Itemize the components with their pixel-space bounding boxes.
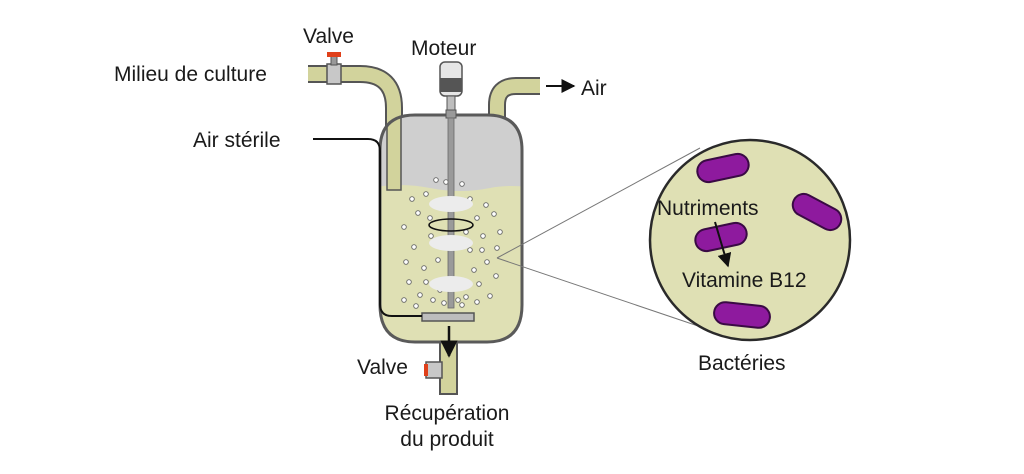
- air-outlet-pipe: [488, 77, 540, 118]
- bubble: [474, 299, 480, 305]
- bubble: [491, 211, 497, 217]
- motor: [439, 61, 463, 111]
- bubble: [430, 297, 436, 303]
- top-valve-label: Valve: [303, 25, 354, 48]
- bubble: [487, 293, 493, 299]
- bubble: [435, 257, 441, 263]
- bubble: [403, 259, 409, 265]
- product-recovery-label-line2: du produit: [400, 428, 494, 451]
- bacterium: [696, 152, 750, 184]
- bubble: [497, 229, 503, 235]
- product-recovery-label-line1: Récupération: [385, 402, 510, 425]
- bacteria-label: Bactéries: [698, 352, 786, 375]
- top-valve: [326, 52, 342, 85]
- bubble: [476, 281, 482, 287]
- bubble: [406, 279, 412, 285]
- bubble: [423, 279, 429, 285]
- bubble: [471, 267, 477, 273]
- bubble: [484, 259, 490, 265]
- air-out-label: Air: [581, 77, 607, 100]
- bubble: [459, 302, 465, 308]
- sparger: [421, 312, 475, 322]
- bubble: [480, 233, 486, 239]
- bacterium: [713, 301, 771, 329]
- bubble: [479, 247, 485, 253]
- zoom-lines: [496, 147, 705, 329]
- bottom-valve-label: Valve: [357, 356, 408, 379]
- outlet-pipe: [424, 337, 458, 395]
- bubble: [483, 202, 489, 208]
- bubble: [411, 244, 417, 250]
- agitator-shaft: [445, 109, 457, 309]
- culture-medium-label: Milieu de culture: [114, 63, 267, 86]
- bubble: [401, 297, 407, 303]
- conversion-arrow: [714, 221, 732, 268]
- magnified-view: [648, 138, 852, 342]
- air-bubbles: [401, 177, 503, 309]
- bubble: [427, 215, 433, 221]
- bacterium: [791, 192, 843, 232]
- sterile-air-label: Air stérile: [193, 129, 281, 152]
- nutrients-label: Nutriments: [657, 197, 759, 220]
- vitamin-label: Vitamine B12: [682, 269, 807, 292]
- bubble: [463, 294, 469, 300]
- bubble: [455, 297, 461, 303]
- bubble: [409, 196, 415, 202]
- bubble: [421, 265, 427, 271]
- bubble: [415, 210, 421, 216]
- bubble: [474, 215, 480, 221]
- sterile-air-line: [313, 138, 422, 317]
- bubble: [441, 300, 447, 306]
- bubble: [467, 247, 473, 253]
- bubble: [433, 177, 439, 183]
- bubble: [459, 181, 465, 187]
- bubble: [413, 303, 419, 309]
- impellers: [428, 196, 474, 292]
- bubble: [428, 233, 434, 239]
- motor-label: Moteur: [411, 37, 476, 60]
- bubble: [401, 224, 407, 230]
- bubble: [423, 191, 429, 197]
- bubble: [494, 245, 500, 251]
- inlet-pipe: [308, 65, 403, 190]
- bubble: [417, 292, 423, 298]
- bubble: [493, 273, 499, 279]
